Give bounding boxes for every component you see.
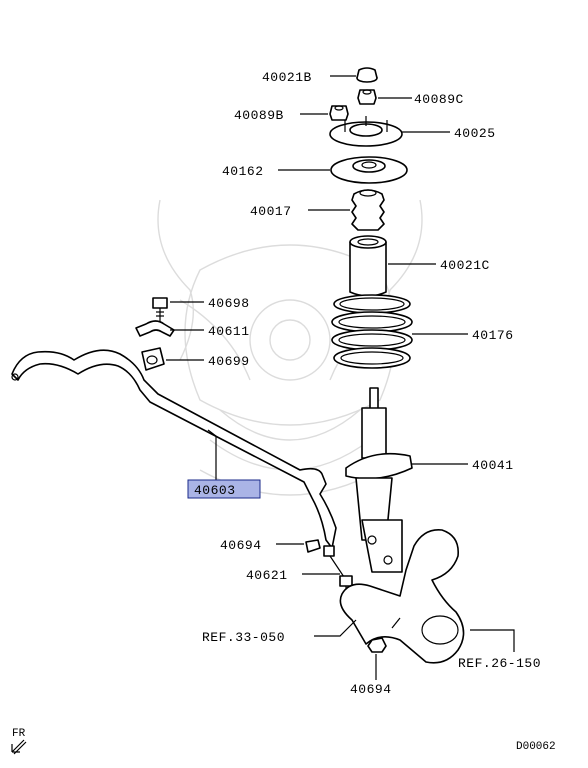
part-40021b-dust-cap [356, 67, 378, 83]
label-40694-lower[interactable]: 40694 [350, 682, 392, 697]
part-40611-bracket [135, 320, 175, 337]
label-40017[interactable]: 40017 [250, 204, 292, 219]
label-40089b[interactable]: 40089B [234, 108, 284, 123]
label-40603[interactable]: 40603 [194, 483, 236, 498]
label-40089c[interactable]: 40089C [414, 92, 464, 107]
front-direction-indicator: FR [11, 728, 27, 755]
part-40621-stabilizer-link [323, 545, 353, 598]
part-40089b-nut [329, 105, 349, 121]
part-40694-nut-lower [367, 637, 387, 653]
part-40176-coil-spring [331, 294, 413, 369]
label-40021c[interactable]: 40021C [440, 258, 490, 273]
part-40017-bump-stopper [351, 189, 385, 231]
leader-lines [166, 75, 515, 680]
part-40025-strut-mount [329, 116, 403, 147]
part-40603-stabilizer-bar [11, 349, 337, 549]
label-40621[interactable]: 40621 [246, 568, 288, 583]
label-40041[interactable]: 40041 [472, 458, 514, 473]
label-40025[interactable]: 40025 [454, 126, 496, 141]
part-40021c-dust-cover [349, 235, 387, 297]
part-steering-knuckle [339, 529, 465, 664]
label-40694-upper[interactable]: 40694 [220, 538, 262, 553]
label-40176[interactable]: 40176 [472, 328, 514, 343]
part-40089c-nut [357, 89, 377, 105]
part-40694-nut-upper [305, 539, 321, 553]
label-40698[interactable]: 40698 [208, 296, 250, 311]
part-40698-bolt [152, 297, 168, 322]
front-arrow-icon [11, 739, 27, 755]
part-40162-spring-seat [330, 156, 408, 184]
label-40699[interactable]: 40699 [208, 354, 250, 369]
label-40162[interactable]: 40162 [222, 164, 264, 179]
highlight-40603-box [187, 479, 261, 499]
fr-label: FR [12, 728, 26, 740]
part-40699-bushing [141, 347, 165, 371]
diagram-code: D00062 [516, 741, 556, 753]
label-40021b[interactable]: 40021B [262, 70, 312, 85]
label-ref-26-150[interactable]: REF.26-150 [458, 656, 541, 671]
label-40611[interactable]: 40611 [208, 324, 250, 339]
part-40041-strut-assembly [345, 387, 413, 573]
label-ref-33-050[interactable]: REF.33-050 [202, 630, 285, 645]
